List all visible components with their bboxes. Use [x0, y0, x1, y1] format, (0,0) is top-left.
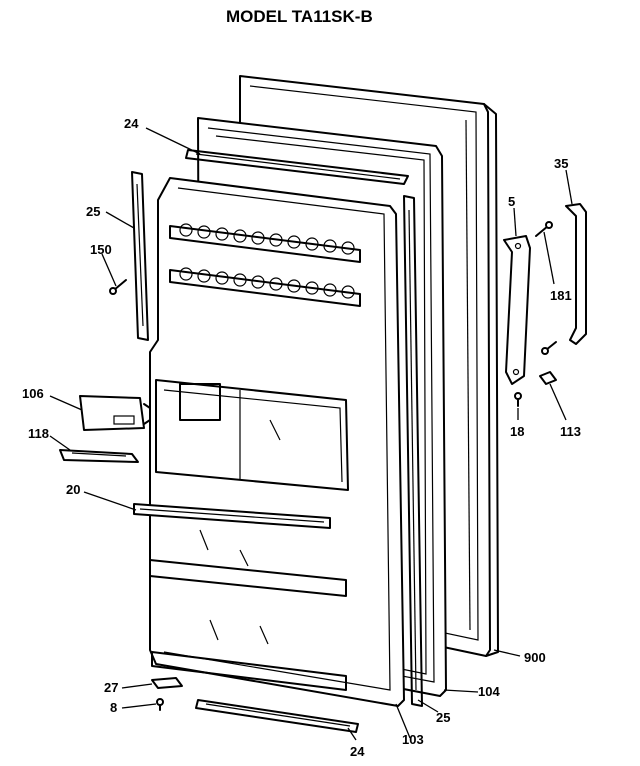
clip-113 [539, 371, 557, 385]
door-shelf-bottom [151, 651, 347, 691]
callout-35: 35 [554, 156, 568, 171]
callout-27: 27 [104, 680, 118, 695]
callout-8: 8 [110, 700, 117, 715]
callout-181: 181 [550, 288, 572, 303]
dairy-compartment [155, 379, 349, 491]
dairy-door [79, 395, 151, 431]
callout-18: 18 [510, 424, 524, 439]
callout-113: 113 [560, 424, 581, 439]
callout-labels: 24 25 150 106 118 20 27 8 24 103 25 104 … [22, 116, 581, 759]
egg-shelf-upper [169, 223, 361, 263]
callout-20: 20 [66, 482, 80, 497]
model-title: MODEL TA11SK-B [226, 7, 373, 26]
screw-18 [514, 392, 522, 407]
dairy-trim-cover [59, 449, 139, 463]
door-liner [149, 177, 405, 707]
leader-lines [49, 127, 573, 741]
screw-181-upper [535, 221, 553, 237]
callout-103: 103 [402, 732, 424, 747]
handle-trim [565, 203, 587, 345]
breaker-strip-left [131, 171, 149, 341]
door-shelf-middle [149, 559, 347, 597]
callout-24-bottom: 24 [350, 744, 365, 759]
callout-25-left: 25 [86, 204, 100, 219]
breaker-strip-top [185, 149, 409, 185]
callout-900: 900 [524, 650, 546, 665]
callout-104: 104 [478, 684, 500, 699]
callout-24-top: 24 [124, 116, 139, 131]
shelf-rail [133, 503, 331, 529]
breaker-strip-bottom [195, 699, 359, 733]
screw-8 [156, 698, 164, 711]
egg-shelf-lower [169, 267, 361, 307]
door-handle [503, 235, 531, 385]
breaker-strip-right [403, 195, 423, 707]
callout-118: 118 [28, 426, 49, 441]
screw-181-lower [541, 341, 557, 355]
callout-5: 5 [508, 194, 515, 209]
callout-106: 106 [22, 386, 44, 401]
callout-150: 150 [90, 242, 112, 257]
screw-150 [109, 279, 127, 295]
callout-25-right: 25 [436, 710, 450, 725]
hinge-27 [151, 677, 183, 689]
